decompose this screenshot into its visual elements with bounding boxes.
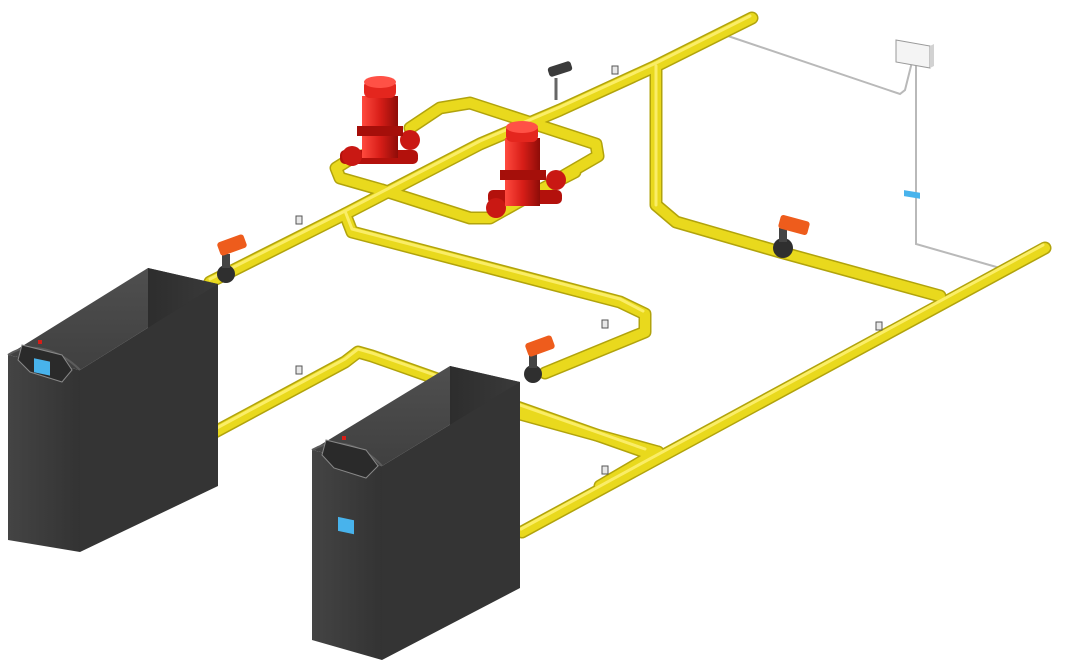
circulation-pump-1 xyxy=(340,76,420,166)
pipe-hangers xyxy=(295,65,883,475)
circulation-pump-2 xyxy=(486,121,566,218)
boiler-left xyxy=(7,268,218,552)
boiler-right xyxy=(311,366,520,660)
boiler-left-display xyxy=(17,340,73,383)
pipe-network xyxy=(203,11,1052,539)
motorized-valve-return xyxy=(773,215,810,258)
wall-controller xyxy=(895,39,934,199)
sensor-wire xyxy=(721,33,1001,269)
air-vent-lever xyxy=(547,61,573,100)
motorized-valve-boiler-1 xyxy=(217,234,247,283)
boiler-right-display xyxy=(321,436,379,535)
motorized-valve-boiler-2 xyxy=(524,335,555,383)
controller-screen xyxy=(904,190,920,199)
